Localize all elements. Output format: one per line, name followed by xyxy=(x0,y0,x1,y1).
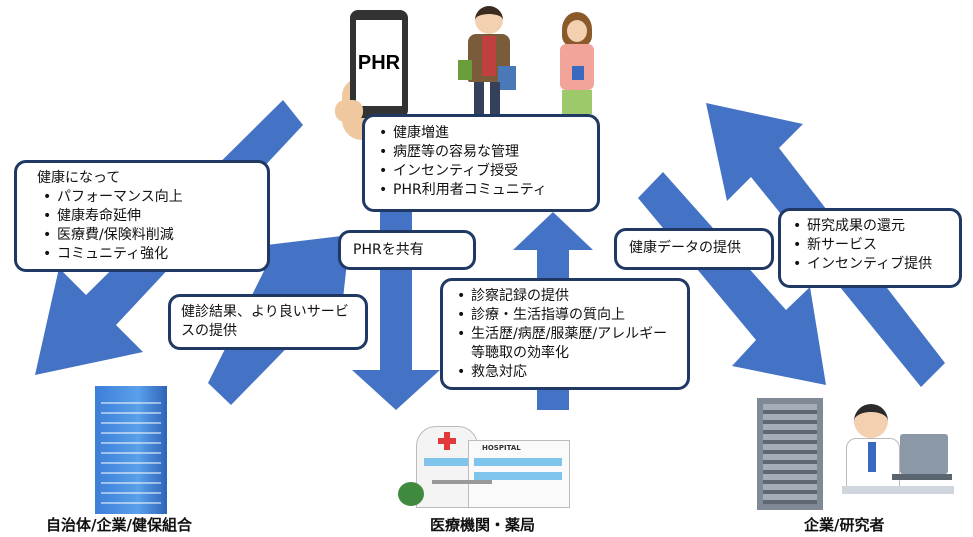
researcher-illustration xyxy=(842,404,954,496)
patient-benefit-item: PHR利用者コミュニティ xyxy=(379,181,587,200)
checkup-results-box: 健診結果、より良いサービスの提供 xyxy=(168,294,368,350)
hospital-illustration: HOSPITAL xyxy=(398,426,576,508)
medical-benefit-item: 生活歴/病歴/服薬歴/アレルギー等聴取の効率化 xyxy=(457,325,677,363)
local-benefits-list: パフォーマンス向上 健康寿命延伸 医療費/保険料削減 コミュニティ強化 xyxy=(37,188,257,264)
local-benefit-item: 医療費/保険料削減 xyxy=(43,226,257,245)
arrow-phone-to-hospital xyxy=(352,170,440,410)
share-phr-text: PHRを共有 xyxy=(353,242,424,258)
local-benefit-item: パフォーマンス向上 xyxy=(43,188,257,207)
laptop-icon xyxy=(900,434,948,474)
research-benefits-list: 研究成果の還元 新サービス インセンティブ提供 xyxy=(787,217,951,274)
share-phr-box: PHRを共有 xyxy=(338,230,476,270)
man-user-illustration xyxy=(458,6,518,118)
phone-screen-text: PHR xyxy=(357,51,401,74)
phone-screen: PHR xyxy=(356,20,402,106)
medical-benefits-box: 診察記録の提供 診療・生活指導の質向上 生活歴/病歴/服薬歴/アレルギー等聴取の… xyxy=(440,278,690,390)
label-medical-institution: 医療機関・薬局 xyxy=(430,516,536,534)
medical-benefit-item: 救急対応 xyxy=(457,363,677,382)
medical-benefit-item: 診療・生活指導の質向上 xyxy=(457,306,677,325)
health-data-box: 健康データの提供 xyxy=(614,228,774,270)
hospital-cross-icon xyxy=(438,432,456,450)
label-local-government: 自治体/企業/健保組合 xyxy=(46,516,192,534)
arrow-patient-to-company xyxy=(638,172,826,385)
checkup-results-text: 健診結果、より良いサービスの提供 xyxy=(181,304,349,339)
patient-benefits-list: 健康増進 病歴等の容易な管理 インセンティブ授受 PHR利用者コミュニティ xyxy=(373,124,587,200)
office-building-illustration xyxy=(95,386,167,514)
patient-benefit-item: インセンティブ授受 xyxy=(379,162,587,181)
research-benefits-box: 研究成果の還元 新サービス インセンティブ提供 xyxy=(778,208,962,288)
local-benefits-box: 健康になって パフォーマンス向上 健康寿命延伸 医療費/保険料削減 コミュニティ… xyxy=(14,160,270,272)
smartphone-hand-illustration: PHR xyxy=(330,8,420,140)
patient-benefit-item: 病歴等の容易な管理 xyxy=(379,143,587,162)
label-company-researcher: 企業/研究者 xyxy=(804,516,885,534)
corporate-building-illustration xyxy=(757,398,823,510)
medical-benefit-item: 診察記録の提供 xyxy=(457,287,677,306)
patient-benefits-box: 健康増進 病歴等の容易な管理 インセンティブ授受 PHR利用者コミュニティ xyxy=(362,114,600,212)
health-data-text: 健康データの提供 xyxy=(629,240,741,256)
patient-benefit-item: 健康増進 xyxy=(379,124,587,143)
local-benefit-item: コミュニティ強化 xyxy=(43,245,257,264)
research-benefit-item: 研究成果の還元 xyxy=(793,217,951,236)
local-benefits-title: 健康になって xyxy=(37,170,121,186)
research-benefit-item: インセンティブ提供 xyxy=(793,255,951,274)
woman-user-illustration xyxy=(552,12,602,116)
medical-benefits-list: 診察記録の提供 診療・生活指導の質向上 生活歴/病歴/服薬歴/アレルギー等聴取の… xyxy=(451,287,677,382)
local-benefit-item: 健康寿命延伸 xyxy=(43,207,257,226)
hospital-sign: HOSPITAL xyxy=(482,444,521,452)
research-benefit-item: 新サービス xyxy=(793,236,951,255)
